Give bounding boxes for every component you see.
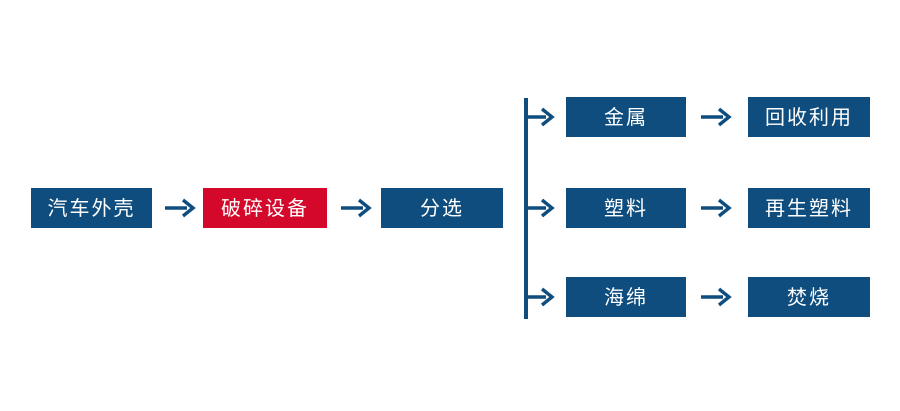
node-regenerated-plastic[interactable]: 再生塑料 <box>748 188 870 228</box>
arrow-right-icon-shell-to-crusher <box>163 195 197 221</box>
branch-arrow-right-icon-plastic <box>526 195 556 221</box>
node-incineration[interactable]: 焚烧 <box>748 277 870 317</box>
arrow-right-icon-crusher-to-sorting <box>339 195 373 221</box>
node-plastic[interactable]: 塑料 <box>566 188 686 228</box>
node-sponge[interactable]: 海绵 <box>566 277 686 317</box>
arrow-right-icon-sponge-to-incineration <box>699 284 733 310</box>
node-crushing-equipment[interactable]: 破碎设备 <box>203 188 327 228</box>
vertical-split-line <box>524 98 528 319</box>
arrow-right-icon-metal-to-recycle <box>699 104 733 130</box>
branch-arrow-right-icon-metal <box>526 104 556 130</box>
branch-arrow-right-icon-sponge <box>526 284 556 310</box>
node-sorting[interactable]: 分选 <box>381 188 503 228</box>
node-metal[interactable]: 金属 <box>566 97 686 137</box>
node-car-shell[interactable]: 汽车外壳 <box>31 188 152 228</box>
arrow-right-icon-plastic-to-regenerated <box>699 195 733 221</box>
node-recycling-reuse[interactable]: 回收利用 <box>748 97 870 137</box>
